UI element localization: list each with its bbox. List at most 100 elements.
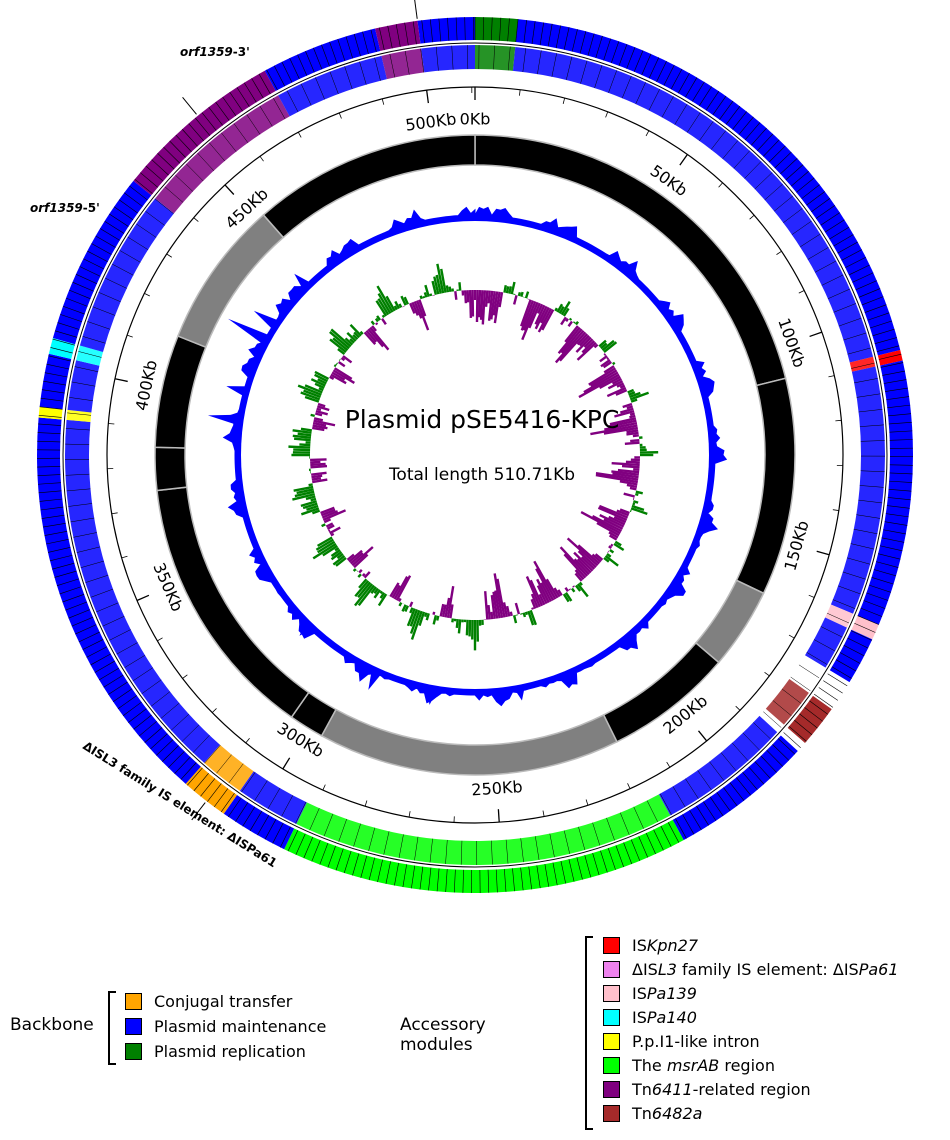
gene-stripe	[777, 738, 796, 755]
gc-skew-bar	[539, 306, 550, 324]
gc-skew-bar	[538, 593, 546, 606]
gc-skew-bar	[580, 556, 596, 570]
gene-stripe	[359, 61, 367, 85]
scale-tick	[735, 705, 741, 711]
gene-stripe	[74, 366, 99, 373]
gene-stripe	[90, 588, 114, 598]
gene-stripe	[68, 609, 90, 619]
gc-skew-bar	[313, 417, 324, 422]
gene-stripe	[207, 783, 222, 802]
gc-skew-bar	[505, 286, 510, 294]
gene-stripe	[37, 466, 61, 468]
scale-tick	[322, 784, 326, 791]
scale-tick	[816, 550, 830, 556]
gene-stripe	[127, 236, 149, 250]
gc-skew-bar	[327, 529, 331, 533]
gc-skew-bar	[314, 370, 330, 381]
gc-skew-bar	[292, 429, 312, 435]
gc-content-inner	[241, 221, 709, 689]
gene-stripe	[738, 116, 754, 135]
gene-stripe	[46, 363, 70, 370]
gc-skew-bar	[505, 605, 511, 617]
legend-label: Plasmid maintenance	[154, 1017, 327, 1036]
gc-skew-bar	[490, 611, 494, 620]
gc-skew-bar	[574, 569, 585, 581]
gc-skew-bar	[318, 387, 324, 392]
legend-swatch	[603, 985, 620, 1002]
gene-stripe	[52, 338, 75, 346]
gc-skew-bar	[576, 558, 592, 574]
gc-skew-bar	[418, 611, 426, 626]
gene-stripe	[499, 17, 502, 41]
gc-skew-bar	[503, 285, 507, 293]
gene-stripe	[774, 195, 793, 212]
gc-skew-bar	[536, 578, 550, 604]
gene-stripe	[889, 464, 913, 466]
gene-stripe	[507, 18, 510, 42]
gene-stripe	[884, 521, 908, 526]
gc-skew-bar	[377, 593, 388, 607]
gc-skew-bar	[573, 558, 590, 576]
gene-stripe	[151, 159, 169, 176]
gene-stripe	[37, 482, 61, 485]
gene-stripe	[505, 839, 509, 864]
gene-stripe	[660, 825, 672, 847]
gc-skew-bar	[458, 282, 462, 291]
gene-stripe	[345, 36, 354, 59]
gene-stripe	[428, 867, 432, 891]
gene-stripe	[638, 836, 649, 858]
gc-skew-bar	[436, 615, 440, 621]
scale-tick	[679, 154, 688, 166]
gene-stripe	[790, 171, 809, 187]
gene-stripe	[98, 292, 121, 303]
gc-skew-bar	[490, 291, 496, 320]
gene-stripe	[273, 65, 286, 87]
gene-stripe	[888, 413, 912, 417]
gene-stripe	[716, 792, 731, 812]
gc-skew-bar	[554, 329, 585, 364]
scale-tick	[497, 809, 500, 823]
gene-stripe	[670, 68, 683, 90]
gene-stripe	[648, 57, 660, 79]
gene-stripe	[626, 47, 636, 69]
gene-stripe	[886, 505, 910, 509]
gene-stripe	[686, 112, 701, 133]
gc-skew-bar	[568, 317, 573, 321]
gene-stripe	[887, 404, 911, 409]
gc-skew-bar	[583, 371, 619, 394]
gc-skew-bar	[619, 407, 634, 414]
gc-skew-bar	[629, 486, 637, 491]
gene-stripe	[208, 107, 223, 126]
gc-skew-bar	[632, 434, 639, 438]
gc-content-spike	[228, 318, 272, 347]
gc-skew-bar	[600, 359, 611, 368]
gc-skew-bar	[629, 391, 641, 399]
gene-stripe	[764, 183, 783, 201]
gene-stripe	[725, 106, 741, 125]
gene-stripe	[87, 250, 108, 263]
gc-skew-bar	[292, 492, 315, 501]
gc-skew-bar	[564, 592, 573, 602]
gene-stripe	[522, 48, 527, 73]
gene-stripe	[286, 90, 299, 113]
gene-stripe	[699, 121, 714, 142]
region-ring	[154, 134, 796, 776]
gc-skew-bar	[566, 537, 599, 567]
gc-skew-bar	[299, 443, 311, 447]
gene-stripe	[47, 547, 71, 553]
gene-stripe	[807, 247, 829, 260]
gc-skew-bar	[312, 478, 328, 484]
gc-skew-bar	[514, 602, 521, 615]
gene-stripe	[222, 96, 237, 116]
gc-skew-bar	[576, 341, 597, 361]
legend-label: Conjugal transfer	[154, 992, 293, 1011]
gene-stripe	[712, 95, 727, 116]
gc-skew-bar	[334, 546, 340, 552]
gene-stripe	[537, 50, 542, 75]
gc-skew-bar	[568, 588, 571, 591]
gene-stripe	[675, 818, 687, 839]
gene-stripe	[462, 869, 464, 893]
feature-block-inner-plasmid_maintenance	[421, 45, 475, 73]
gene-stripe	[141, 679, 162, 694]
gene-stripe	[228, 763, 244, 784]
